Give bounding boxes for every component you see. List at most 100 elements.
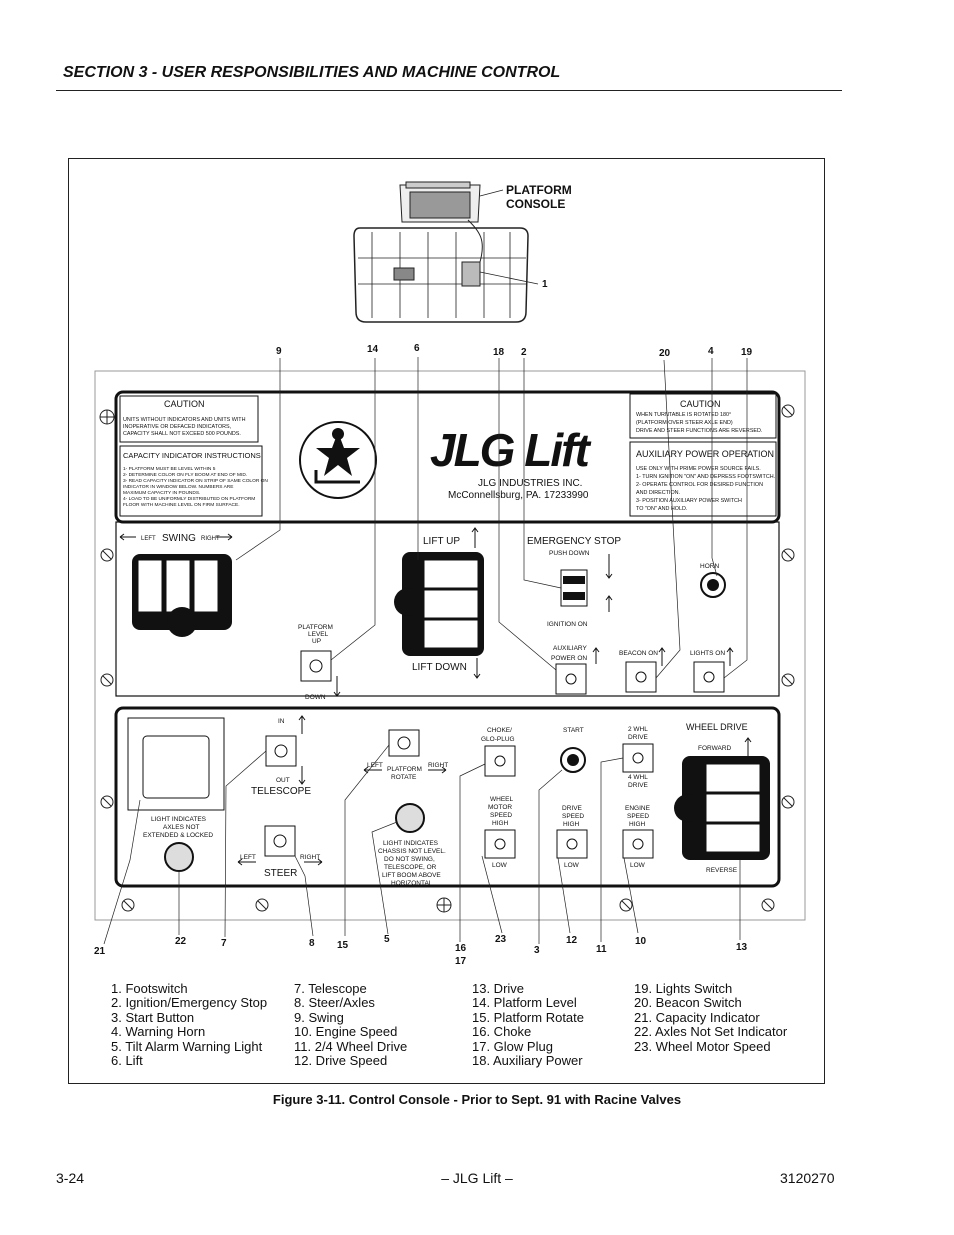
choke-switch[interactable] [484,745,516,777]
caution-left-box [119,395,259,443]
choke-label: CHOKE/ [487,727,512,734]
steer-left-label: LEFT [240,854,256,861]
emergency-stop-button[interactable] [560,569,588,607]
platform-level-switch[interactable] [300,650,332,682]
beacon-switch[interactable] [625,661,657,693]
legend-item: 19. Lights Switch [634,981,733,996]
callout-leader-lines [103,357,748,945]
lower-panel [114,706,781,888]
company-address: McConnellsburg, PA. 17233990 [448,490,589,501]
capacity-title: CAPACITY INDICATOR INSTRUCTIONS [123,451,261,460]
platform-rotate-switch[interactable] [388,729,420,757]
tilt-light-label: CHASSIS NOT LEVEL. [378,848,446,855]
callout-17: 17 [455,956,467,967]
legend-item: 2. Ignition/Emergency Stop [111,995,268,1011]
callout-13: 13 [736,942,748,953]
aux-line: AND DIRECTION. [636,490,680,496]
axles-light-label: EXTENDED & LOCKED [143,832,213,839]
callout-16: 16 [455,943,467,954]
drive-speed-label: HIGH [563,821,580,828]
telescope-switch[interactable] [265,735,297,767]
legend-item: 11. 2/4 Wheel Drive [294,1038,408,1054]
lift-control-handle[interactable] [394,552,484,656]
tilt-light-label: LIFT BOOM ABOVE [382,872,441,879]
page-number: 3-24 [56,1170,85,1186]
wheel-motor-low: LOW [492,862,508,869]
wheel-motor-label: WHEEL [490,796,514,803]
wheel-drive-label: WHEEL DRIVE [686,722,748,732]
platform-rotate-label: ROTATE [391,774,417,781]
aux-power-switch[interactable] [555,663,587,695]
legend-item: 4. Warning Horn [111,1024,206,1040]
platform-level-label: LEVEL [308,631,329,638]
lights-on-label: LIGHTS ON [690,650,725,657]
callout-4: 4 [708,346,714,357]
caution-left-line: CAPACITY SHALL NOT EXCEED 500 POUNDS. [123,431,241,437]
platform-console-label: PLATFORM [506,183,572,197]
figure-frame [68,158,825,1084]
legend-item: 5. Tilt Alarm Warning Light [111,1038,263,1054]
aux-line: 1- TURN IGNITION "ON" AND DEPRESS FOOTSW… [636,474,775,480]
swing-control-handle[interactable] [132,554,232,637]
callout-21: 21 [94,946,106,957]
aux-line: 3- POSITION AUXILIARY POWER SWITCH [636,498,742,504]
caution-right-title: CAUTION [680,399,721,409]
swing-right-label: RIGHT [201,536,220,542]
emergency-stop-label: EMERGENCY STOP [527,536,621,547]
two-four-wheel-drive-switch[interactable] [622,743,654,773]
legend-item: 10. Engine Speed [294,1024,398,1040]
legend-column-4: 19. Lights Switch 20. Beacon Switch 21. … [634,981,787,1054]
legend-item: 17. Glow Plug [472,1038,553,1054]
callout-2: 2 [521,347,527,358]
legend-item: 12. Drive Speed [294,1053,388,1069]
legend-item: 16. Choke [472,1024,532,1040]
panel-plate [94,370,806,921]
caution-right-line: (PLATFORM OVER STEER AXLE END) [636,420,733,426]
steer-right-label: RIGHT [300,854,320,861]
caution-right-line: WHEN TURNTABLE IS ROTATED 180° [636,412,731,418]
axles-not-set-indicator-light [164,842,194,872]
tilt-light-label: DO NOT SWING, [384,856,435,863]
capacity-line: INDICATOR IN WINDOW BELOW. NUMBERS ARE [123,484,233,490]
forward-label: FORWARD [698,745,732,752]
callout-3: 3 [534,945,540,956]
callout-18: 18 [493,347,505,358]
platform-console-label: CONSOLE [506,197,565,211]
brand-logo: JLG Lift [430,424,591,476]
wheel-drive-control-handle[interactable] [674,756,770,860]
document-number: 3120270 [780,1170,835,1186]
drive-speed-switch[interactable] [556,829,588,859]
callout-15: 15 [337,940,349,951]
swing-left-label: LEFT [141,536,156,542]
two-whl-label: 2 WHL [628,726,648,733]
legend-item: 13. Drive [472,981,525,996]
telescope-in-label: IN [278,718,285,725]
platform-level-down: DOWN [305,694,326,701]
tilt-alarm-warning-light [395,803,425,833]
capacity-line: 4- LOAD TO BE UNIFORMLY DISTRIBUTED ON P… [123,496,255,502]
capacity-line: 2- DETERMINE COLOR ON FLY BOOM AT END OF… [123,472,247,478]
capacity-line: 1- PLATFORM MUST BE LEVEL WITHIN 5 [123,466,216,472]
platform-level-label: UP [312,638,321,645]
caution-left-line: INOPERATIVE OR DEFACED INDICATORS, [123,424,232,430]
header-rule [56,90,842,91]
engine-speed-switch[interactable] [622,829,654,859]
callout-19: 19 [741,347,753,358]
callout-10: 10 [635,936,647,947]
caution-left-title: CAUTION [164,399,205,409]
callout-20: 20 [659,348,671,359]
figure-caption: Figure 3-11. Control Console - Prior to … [272,1092,682,1107]
engine-speed-label: ENGINE [625,805,651,812]
reverse-label: REVERSE [706,867,738,874]
legend-column-3: 13. Drive 14. Platform Level 15. Platfor… [472,981,584,1068]
callout-12: 12 [566,935,578,946]
wheel-motor-label: MOTOR [488,804,512,811]
choke-label: GLO-PLUG [481,736,515,743]
platform-rotate-label: PLATFORM [387,766,422,773]
legend-item: 23. Wheel Motor Speed [634,1038,771,1054]
wheel-motor-speed-switch[interactable] [484,829,516,859]
aux-power-on-label: POWER ON [551,655,587,662]
steer-switch[interactable] [264,825,296,857]
lights-switch[interactable] [693,661,725,693]
